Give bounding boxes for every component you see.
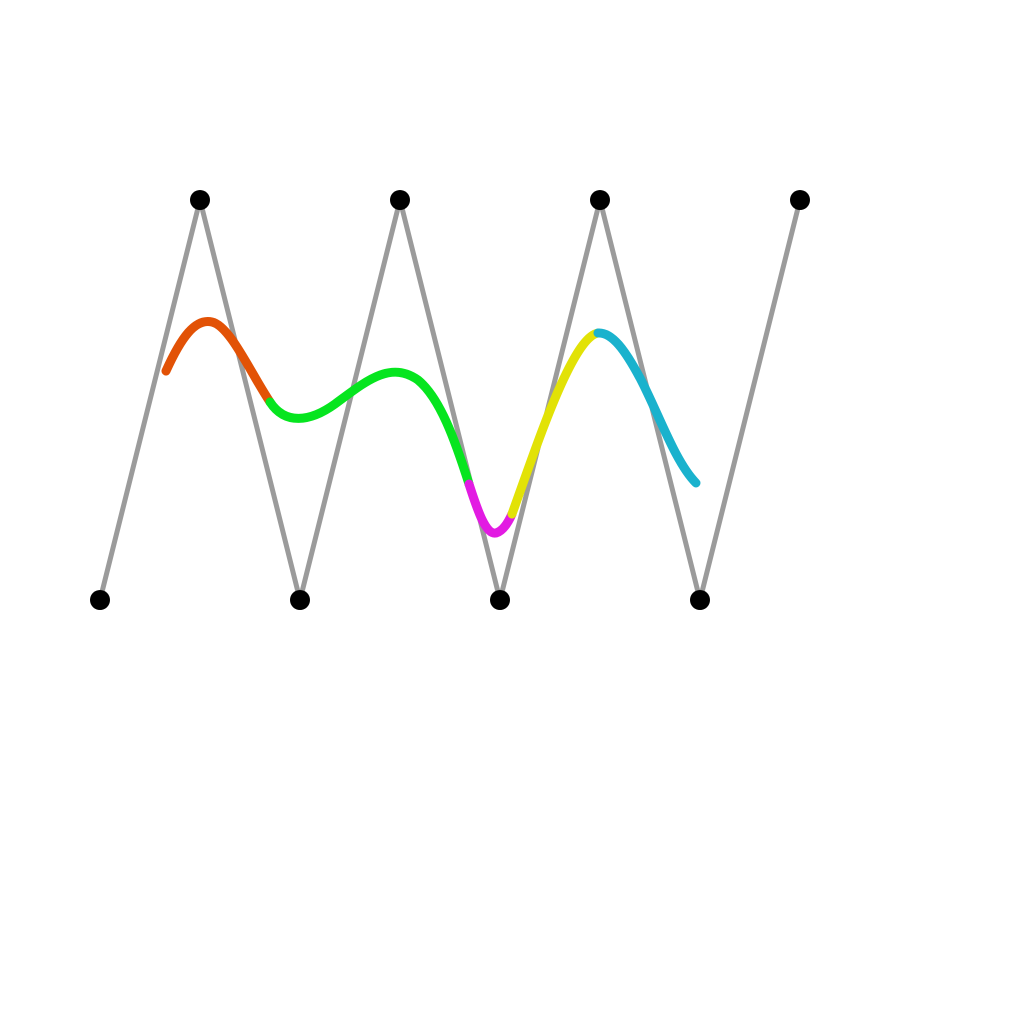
control-polygon bbox=[97, 197, 803, 603]
control-point bbox=[590, 190, 610, 210]
spline-curve bbox=[161, 317, 701, 538]
control-point bbox=[290, 590, 310, 610]
control-points bbox=[90, 190, 810, 610]
curve-segment-4 bbox=[507, 328, 603, 519]
control-point bbox=[90, 590, 110, 610]
control-point bbox=[690, 590, 710, 610]
control-point bbox=[490, 590, 510, 610]
curve-segment-3 bbox=[464, 479, 517, 538]
control-point bbox=[390, 190, 410, 210]
curve-segment-2 bbox=[265, 367, 474, 489]
curve-segment-5 bbox=[593, 328, 701, 488]
curve-segment-1 bbox=[161, 317, 275, 407]
control-point bbox=[790, 190, 810, 210]
control-point bbox=[190, 190, 210, 210]
